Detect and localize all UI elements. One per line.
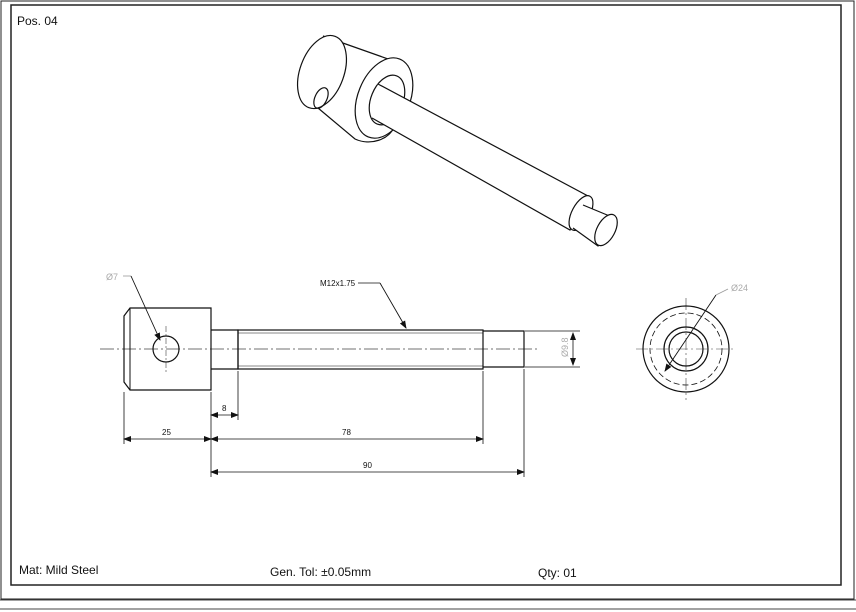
dim-shoulder: 8	[222, 404, 227, 413]
outer-dia-label: Ø24	[731, 283, 748, 293]
tolerance-label: Gen. Tol: ±0.05mm	[270, 565, 372, 579]
chamfer-circle	[649, 312, 723, 386]
shoulder-profile	[211, 329, 239, 370]
front-view	[100, 307, 540, 391]
material-label: Mat: Mild Steel	[19, 563, 99, 577]
end-dia-dimension: Ø9.8	[525, 330, 580, 368]
drawing-frame	[10, 4, 842, 586]
dim-thread-length: 78	[342, 428, 351, 437]
hole-dia-label: Ø7	[106, 272, 118, 282]
end-dia-label: Ø9.8	[560, 337, 570, 357]
isometric-view	[296, 34, 618, 247]
pin-circle	[668, 331, 704, 367]
thread-body	[237, 329, 484, 370]
quantity-label: Qty: 01	[538, 566, 577, 580]
thread-callout: M12x1.75	[320, 279, 407, 329]
thread-label: M12x1.75	[320, 279, 356, 288]
dim-head-length: 25	[162, 428, 171, 437]
outer-circle	[642, 305, 730, 393]
dim-shaft-length: 90	[363, 461, 372, 470]
horizontal-dimensions	[123, 369, 525, 477]
shoulder-circle	[663, 326, 709, 372]
end-pin	[483, 330, 525, 368]
position-label: Pos. 04	[17, 14, 58, 28]
hole-callout: Ø7	[106, 272, 161, 341]
end-view	[636, 288, 736, 400]
sheet-border	[0, 0, 855, 600]
